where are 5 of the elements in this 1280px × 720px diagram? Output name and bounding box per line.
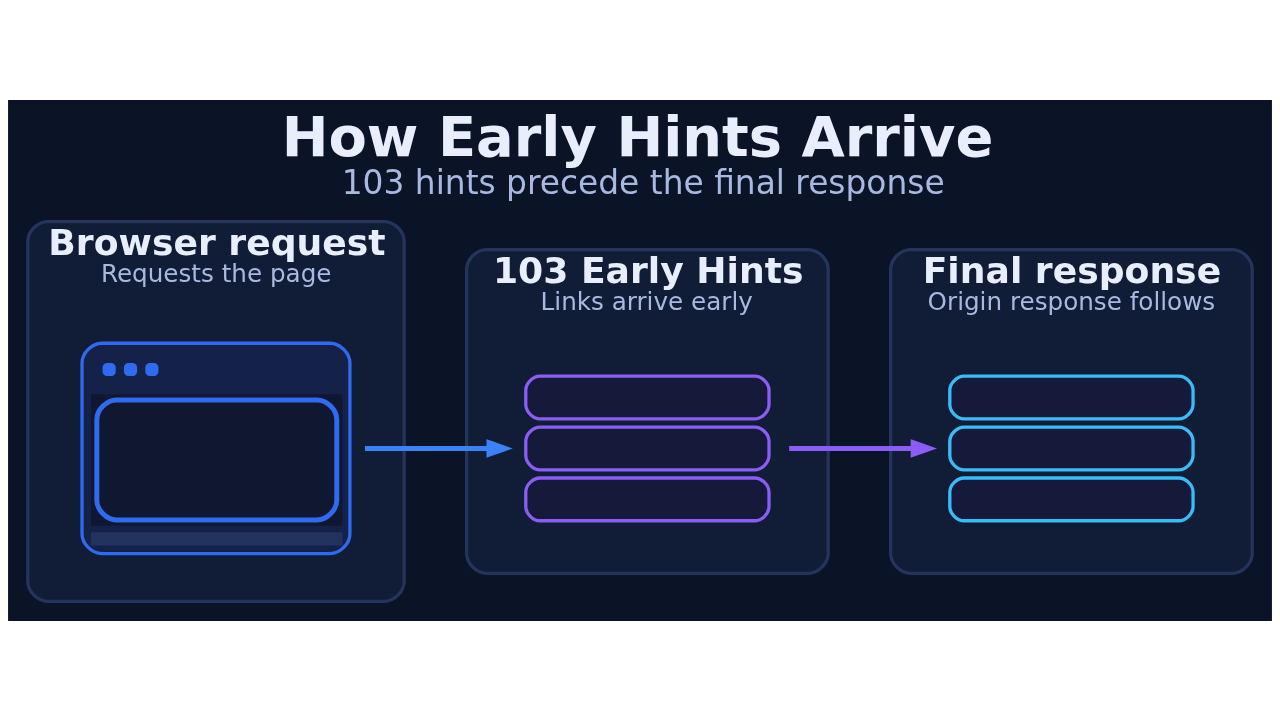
cluster: 103 Early Hints Links arrive early	[464, 247, 830, 575]
cluster: Final response Origin response follows	[889, 247, 1254, 575]
arrow	[364, 438, 513, 458]
arrow	[789, 438, 938, 458]
cluster: Browser request Requests the page	[26, 219, 406, 603]
